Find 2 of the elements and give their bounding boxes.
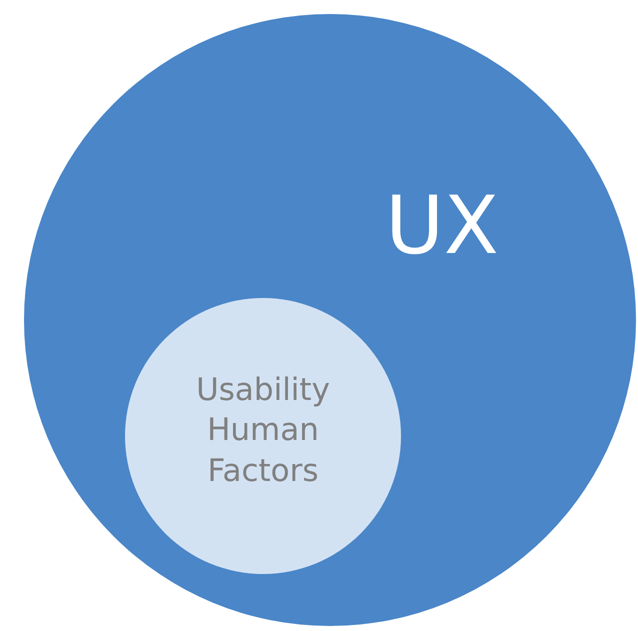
circle-label: UX xyxy=(384,178,500,274)
circle-label: Usability Human Factors xyxy=(195,371,331,491)
